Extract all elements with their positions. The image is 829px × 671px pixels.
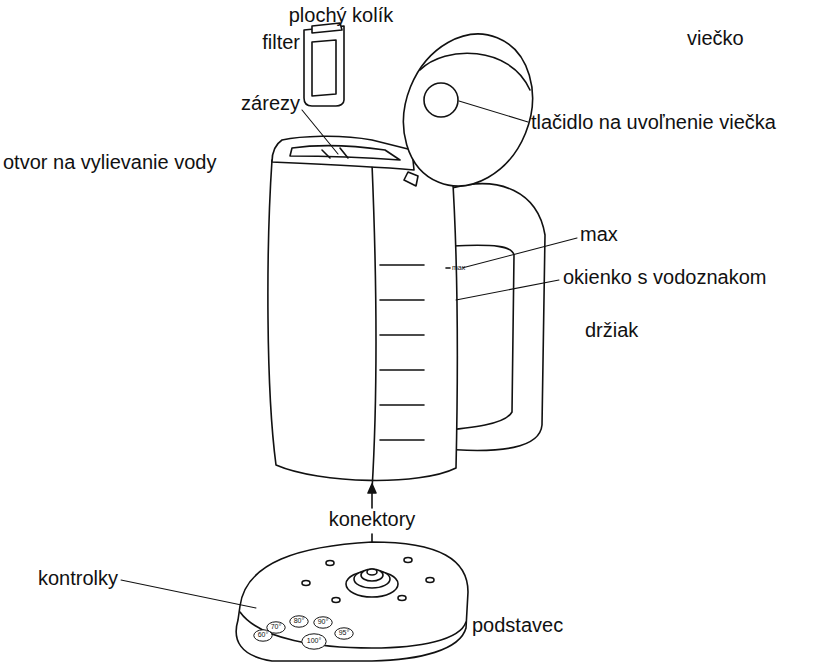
button-label: 90° [318,618,329,626]
kettle-body [268,158,457,480]
scale-marks [380,265,450,440]
lid [381,14,554,205]
temperature-button: 80° [289,615,309,628]
temperature-button: 90° [313,616,333,629]
button-label: 95° [339,629,350,637]
part-label: filter [262,31,300,54]
part-label: tlačidlo na uvoľnenie viečka [531,111,776,134]
part-label: viečko [687,27,744,50]
opening [290,146,400,160]
temperature-button: 100° [301,633,327,650]
spout-rim [272,136,414,170]
base [236,542,468,661]
part-label: max [452,264,465,272]
part-label: okienko s vodoznakom [563,266,766,289]
part-label: otvor na vylievanie vody [3,151,216,174]
part-label: kontrolky [38,567,118,590]
part-label: max [580,223,618,246]
temperature-button: 60° [253,629,273,642]
part-label: konektory [329,508,416,531]
filter [304,23,344,106]
part-label: plochý kolík [289,4,394,27]
part-label: zárezy [241,92,300,115]
temperature-button: 95° [334,627,354,640]
lid-release-button [424,83,458,117]
body-seam [372,164,376,490]
part-label: držiak [585,319,638,342]
leader-lines [121,101,577,608]
button-label: 60° [258,631,269,639]
button-label: 70° [271,623,282,631]
part-label: podstavec [472,614,563,637]
base-holes [302,558,434,603]
button-label: 80° [294,617,305,625]
button-label: 100° [307,637,321,645]
